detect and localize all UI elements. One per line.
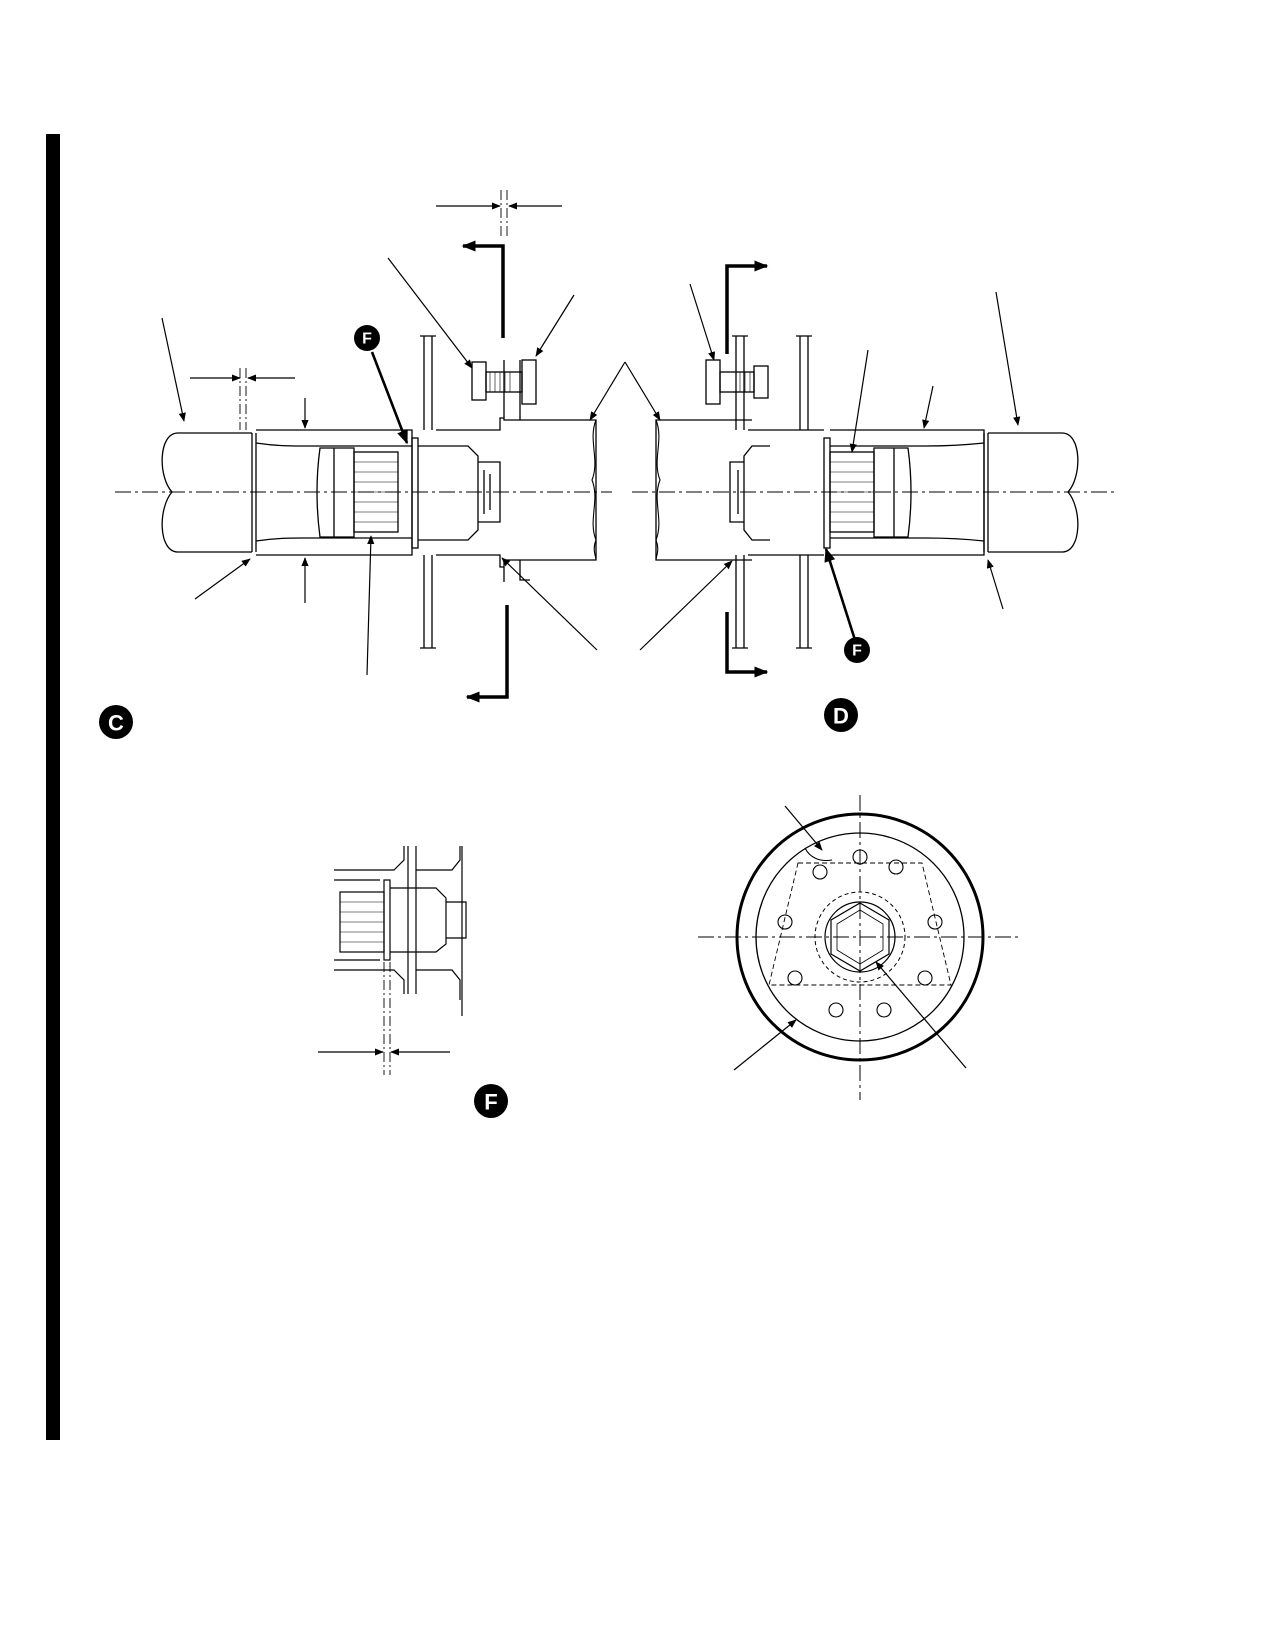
detail-callout-f-lower: F [852, 643, 862, 660]
detail-callout-f-upper-badge: F [354, 325, 380, 351]
view-d-section-arrows [725, 260, 769, 678]
f-callout-leaders [370, 351, 857, 641]
view-label-f: F [484, 1090, 497, 1115]
view-c-drawing [115, 190, 612, 649]
view-c-nut [316, 447, 355, 538]
end-view-hex [830, 902, 890, 972]
view-c-flange-lower [420, 555, 436, 649]
view-c-shaft [161, 432, 252, 553]
view-d-drawing [632, 335, 1118, 649]
view-c-adapter [503, 360, 597, 582]
view-c-bolt-head [471, 361, 487, 401]
view-c-bolt-nut [521, 359, 537, 405]
view-d-flange-left [732, 335, 748, 649]
view-c-flange-upper [420, 335, 436, 430]
view-d-bolt-shank [719, 371, 755, 393]
view-d-bolt-head [705, 359, 721, 405]
view-label-f-badge: F [474, 1084, 508, 1118]
view-d-nut [873, 447, 912, 538]
view-d-flange-right [796, 335, 812, 649]
end-view-bolt-holes [777, 849, 943, 1018]
view-label-d: D [833, 704, 849, 729]
view-f-detail [334, 846, 467, 1075]
end-view-leaders [733, 805, 967, 1071]
view-d-leaders [624, 283, 1021, 651]
view-d-bolt-nut [753, 365, 769, 399]
detail-callout-f-upper: F [362, 331, 372, 348]
view-c-hub [411, 437, 419, 549]
view-d-hub [743, 445, 770, 541]
end-view-outer-rim [735, 812, 985, 1062]
view-label-c-badge: C [99, 705, 133, 739]
end-view-flange [698, 795, 1022, 1100]
end-view-inner-rim [755, 832, 965, 1042]
page-margin-bar [46, 134, 60, 1440]
view-c-leaders [161, 202, 626, 676]
view-label-c: C [108, 711, 124, 736]
view-c-section-arrows [461, 240, 509, 703]
view-d-shaft [988, 432, 1079, 553]
view-d-adapter [655, 419, 752, 561]
view-label-d-badge: D [824, 698, 858, 732]
detail-callout-f-lower-badge: F [844, 637, 870, 663]
